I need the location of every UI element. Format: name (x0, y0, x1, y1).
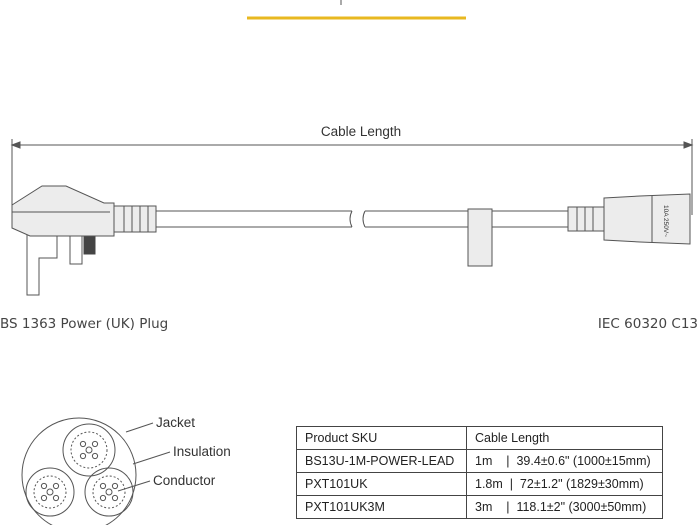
sku-cell: BS13U-1M-POWER-LEAD (296, 449, 467, 473)
iec-c13-caption: IEC 60320 C13 (597, 316, 698, 332)
cable-length-dimension (10, 139, 694, 215)
table-row: PXT101UK 1.8m | 72±1.2" (1829±30mm) (296, 472, 663, 496)
uk-plug (11, 185, 157, 296)
length-cell: 1m | 39.4±0.6" (1000±15mm) (466, 449, 663, 473)
sku-cell: PXT101UK (296, 472, 467, 496)
uk-plug-caption: BS 1363 Power (UK) Plug (0, 316, 169, 332)
header-product-sku: Product SKU (296, 426, 467, 450)
iec-c13-connector (567, 193, 691, 245)
table-header-row: Product SKU Cable Length (296, 426, 663, 450)
cable (156, 210, 568, 228)
jacket-label: Jacket (156, 415, 195, 430)
sku-table: Product SKU Cable Length BS13U-1M-POWER-… (296, 426, 663, 519)
length-cell: 1.8m | 72±1.2" (1829±30mm) (466, 472, 663, 496)
cable-length-label: Cable Length (321, 124, 401, 139)
length-cell: 3m | 118.1±2" (3000±50mm) (466, 495, 663, 519)
table-row: PXT101UK3M 3m | 118.1±2" (3000±50mm) (296, 495, 663, 519)
cable-cross-section (21, 417, 171, 525)
insulation-label: Insulation (173, 444, 231, 459)
sku-cell: PXT101UK3M (296, 495, 467, 519)
cable-clip (467, 208, 493, 267)
table-row: BS13U-1M-POWER-LEAD 1m | 39.4±0.6" (1000… (296, 449, 663, 473)
c13-rating-text: 10A 250V~ (662, 205, 669, 237)
header-cable-length: Cable Length (466, 426, 663, 450)
conductor-label: Conductor (153, 473, 216, 488)
